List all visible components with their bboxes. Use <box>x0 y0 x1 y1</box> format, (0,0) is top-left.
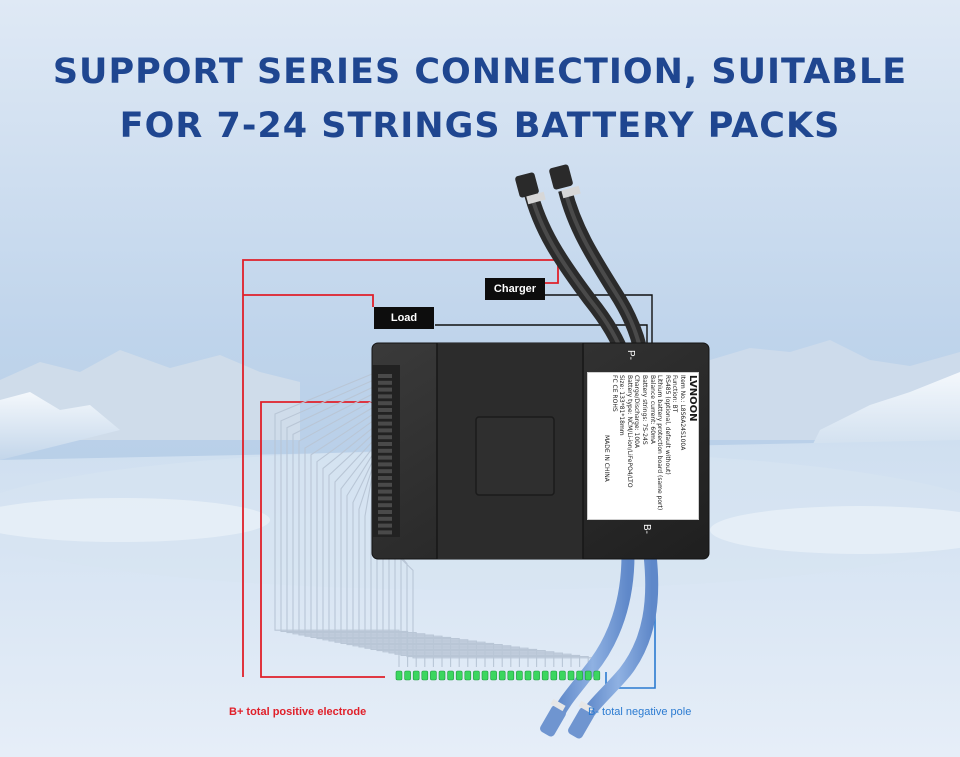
cell-terminal <box>576 670 583 681</box>
cell-terminal <box>464 670 472 681</box>
cell-terminal-strip <box>395 670 601 681</box>
port-pin <box>378 421 392 426</box>
cell-terminal <box>438 670 446 681</box>
port-pin <box>378 448 392 453</box>
headline-line-1: SUPPORT SERIES CONNECTION, SUITABLE <box>52 52 908 92</box>
port-pin <box>378 435 392 440</box>
port-pin <box>378 387 392 392</box>
port-pin <box>378 374 392 378</box>
cell-terminal <box>593 670 601 681</box>
port-pin <box>378 442 392 446</box>
port-pin <box>378 455 392 460</box>
cell-terminal <box>507 670 515 681</box>
port-pin <box>378 408 392 412</box>
positive-caption: B+ total positive electrode <box>229 706 367 718</box>
balance-port-pins <box>378 374 392 535</box>
port-pin <box>378 414 392 419</box>
port-pin <box>378 462 392 467</box>
cell-terminal <box>404 670 411 681</box>
spec-line: FC CE ROHS <box>610 375 618 412</box>
spec-line: Battery type: NCM/Li-ion/LiFePO4/LTO <box>625 375 633 488</box>
cell-terminal <box>524 670 532 681</box>
port-pin <box>378 482 392 487</box>
port-pin <box>378 469 392 474</box>
port-pin <box>378 476 392 480</box>
bminus-cables <box>540 554 659 739</box>
cell-terminal <box>395 670 403 681</box>
spec-lines: Item No.: L8S6A24S100A Function: BT RS48… <box>610 375 686 517</box>
brand-name: LVNOON <box>687 375 698 422</box>
spec-label: LVNOON Item No.: L8S6A24S100A Function: … <box>587 372 699 520</box>
spec-line: Battery strings: 7S-24S <box>641 375 649 445</box>
spec-line: Balance current: 60mA <box>648 375 656 444</box>
cell-terminal <box>559 670 566 681</box>
spec-line: Size: 133*81*18mm <box>618 375 626 436</box>
port-pin <box>378 496 392 501</box>
headline-line-2: FOR 7-24 STRINGS BATTERY PACKS <box>119 106 841 146</box>
spec-line: Item No.: L8S6A24S100A <box>679 375 686 451</box>
cell-terminal <box>550 670 558 681</box>
cell-terminal <box>447 670 454 681</box>
cell-terminal <box>490 670 497 681</box>
load-tag: Load <box>374 307 434 329</box>
cell-terminal <box>421 670 429 681</box>
port-pin <box>378 394 392 399</box>
p-minus-mark: P- <box>625 350 636 360</box>
spec-line: Function: BT <box>671 375 679 413</box>
port-pin <box>378 503 392 508</box>
cell-terminal <box>541 670 549 681</box>
charger-tag: Charger <box>485 278 545 300</box>
port-pin <box>378 401 392 406</box>
cell-terminal <box>455 670 463 681</box>
port-pin <box>378 516 392 521</box>
cell-terminal <box>584 670 592 681</box>
negative-caption: B- total negative pole <box>588 706 692 718</box>
port-pin <box>378 428 392 433</box>
spec-line: Lithium battery protection board (same p… <box>656 375 664 511</box>
cell-terminal <box>567 670 575 681</box>
cell-terminal <box>412 670 420 681</box>
pminus-cables <box>515 164 649 361</box>
cell-terminal <box>473 670 480 681</box>
cell-terminal <box>481 670 489 681</box>
cell-terminal <box>430 670 437 681</box>
port-pin <box>378 510 392 514</box>
spec-line: RS485 (optional, default without) <box>663 375 671 475</box>
b-minus-mark: B- <box>641 524 652 534</box>
port-pin <box>378 489 392 494</box>
cell-terminal <box>533 670 540 681</box>
spec-line: Charge/Discharge: 100A <box>633 375 641 449</box>
made-in: MADE IN CHINA <box>603 435 611 482</box>
cell-terminal <box>516 670 523 681</box>
cell-terminal <box>498 670 506 681</box>
port-pin <box>378 530 392 535</box>
port-pin <box>378 380 392 385</box>
port-pin <box>378 523 392 528</box>
